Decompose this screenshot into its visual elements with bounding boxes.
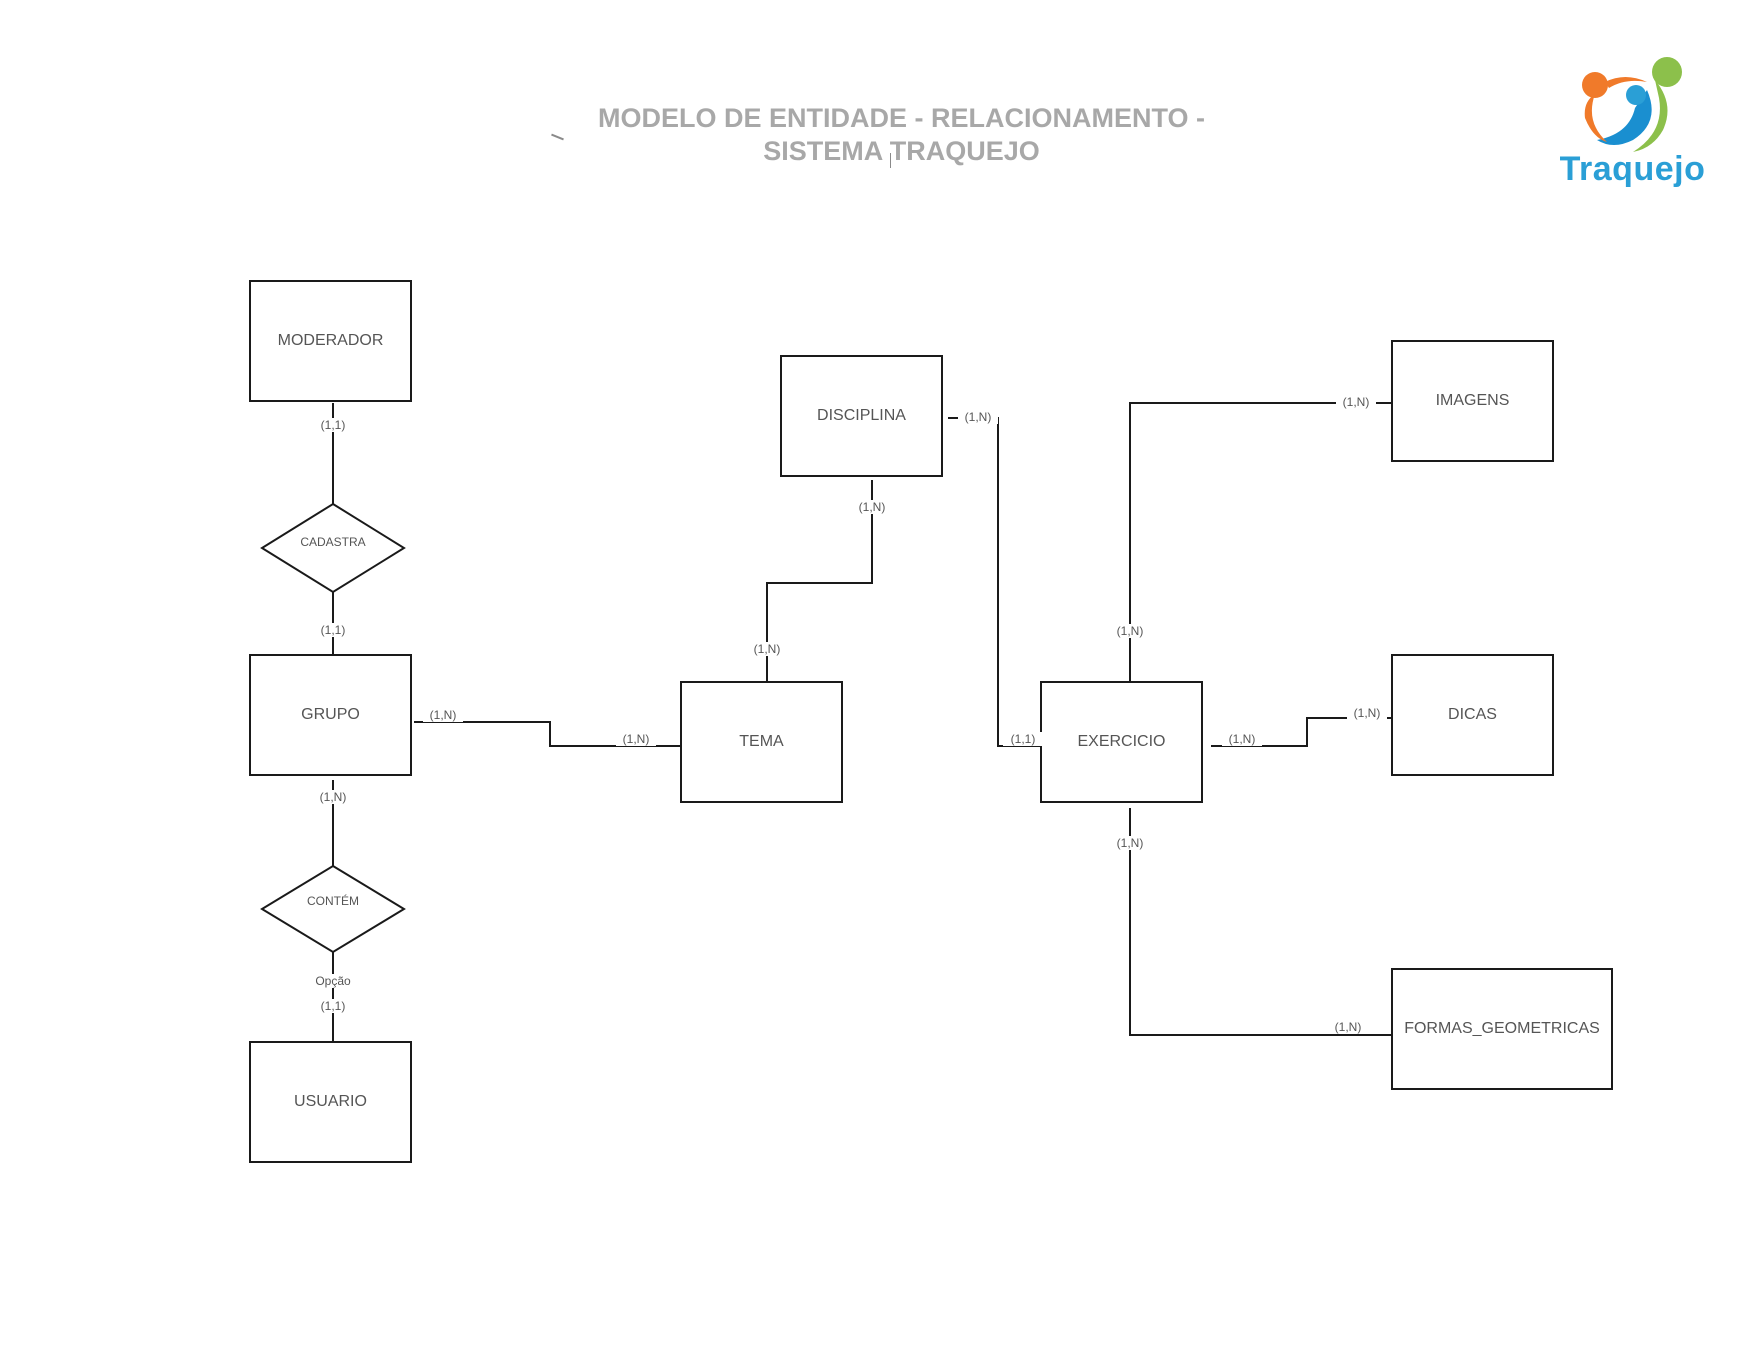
- card-exercicio-imagens-ex-side: (1,N): [1100, 624, 1160, 638]
- card-grupo-tema-tema-side: (1,N): [616, 732, 656, 746]
- traquejo-logo: Traquejo: [1555, 52, 1710, 197]
- page-title: MODELO DE ENTIDADE - RELACIONAMENTO - SI…: [560, 102, 1243, 168]
- entity-tema[interactable]: TEMA: [680, 681, 843, 803]
- opcao-label: Opção: [303, 974, 363, 988]
- connector-disciplina-tema: [766, 480, 873, 686]
- text-cursor: [890, 153, 891, 168]
- title-line-1: MODELO DE ENTIDADE - RELACIONAMENTO -: [598, 103, 1205, 133]
- card-exercicio-imagens-img-side: (1,N): [1336, 395, 1376, 409]
- logo-people-icon: [1582, 57, 1682, 152]
- card-contem-usuario: (1,1): [303, 999, 363, 1013]
- connector-exercicio-imagens: [1129, 402, 1402, 686]
- card-disciplina-exercicio-disc-side: (1,N): [958, 410, 998, 424]
- connector-exercicio-formas: [1129, 808, 1402, 1036]
- entity-exercicio[interactable]: EXERCICIO: [1040, 681, 1203, 803]
- entity-dicas[interactable]: DICAS: [1391, 654, 1554, 776]
- relationship-contem-diamond: [260, 864, 406, 954]
- title-line-2: SISTEMA TRAQUEJO: [763, 136, 1040, 166]
- entity-grupo[interactable]: GRUPO: [249, 654, 412, 776]
- card-grupo-contem: (1,N): [303, 790, 363, 804]
- logo-text: Traquejo: [1559, 150, 1706, 188]
- card-disciplina-tema-tema-side: (1,N): [737, 642, 797, 656]
- card-moderador-cadastra: (1,1): [303, 418, 363, 432]
- relationship-cadastra-label: CADASTRA: [300, 535, 366, 549]
- card-exercicio-dicas-ex-side: (1,N): [1222, 732, 1262, 746]
- card-disciplina-tema-disc-side: (1,N): [842, 500, 902, 514]
- entity-disciplina[interactable]: DISCIPLINA: [780, 355, 943, 477]
- entity-usuario[interactable]: USUARIO: [249, 1041, 412, 1163]
- entity-moderador[interactable]: MODERADOR: [249, 280, 412, 402]
- card-exercicio-formas-formas-side: (1,N): [1328, 1020, 1368, 1034]
- relationship-contem-label: CONTÉM: [307, 894, 359, 908]
- relationship-cadastra-diamond: [260, 502, 406, 594]
- card-exercicio-formas-ex-side: (1,N): [1100, 836, 1160, 850]
- connector-disciplina-exercicio: [948, 417, 1049, 747]
- entity-imagens[interactable]: IMAGENS: [1391, 340, 1554, 462]
- card-cadastra-grupo: (1,1): [303, 623, 363, 637]
- entity-formas-geometricas[interactable]: FORMAS_GEOMETRICAS: [1391, 968, 1613, 1090]
- card-grupo-tema-grupo-side: (1,N): [423, 708, 463, 722]
- connector-grupo-tema: [414, 721, 686, 747]
- card-disciplina-exercicio-ex-side: (1,1): [1003, 732, 1043, 746]
- card-exercicio-dicas-dicas-side: (1,N): [1347, 706, 1387, 720]
